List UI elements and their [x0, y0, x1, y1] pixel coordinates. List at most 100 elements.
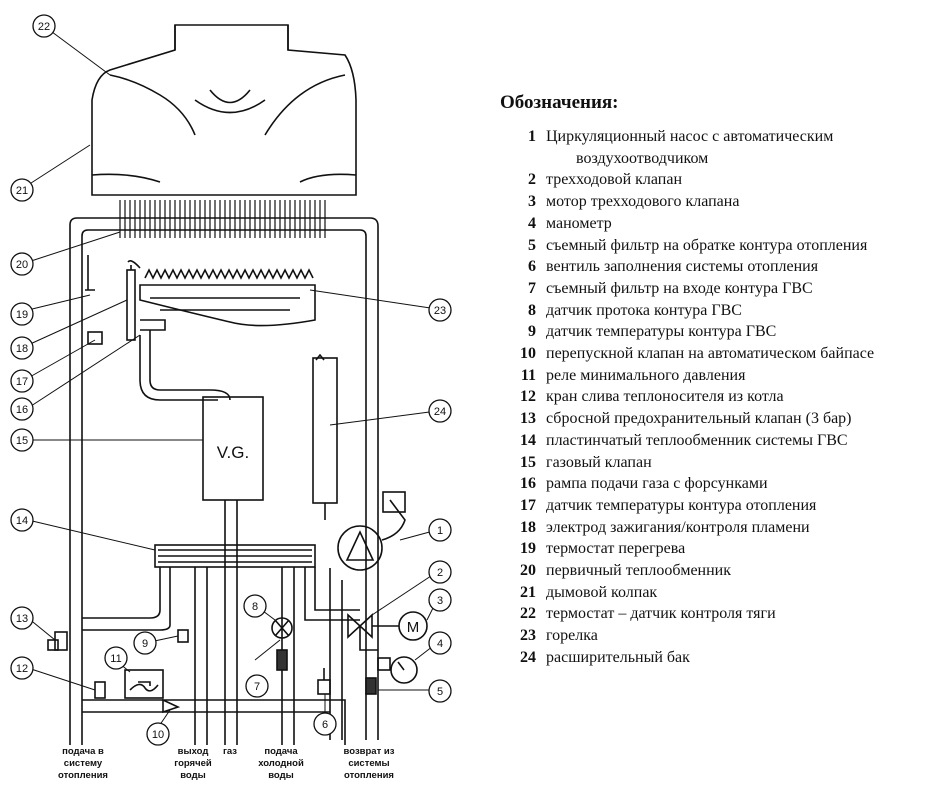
- legend-item-text: датчик температуры контура ГВС: [546, 323, 777, 341]
- callout-circle: [428, 518, 452, 542]
- callout-number: 11: [110, 653, 121, 665]
- legend-item-number: 19: [520, 540, 536, 558]
- legend-item-text: сбросной предохранительный клапан (3 бар…: [546, 410, 852, 428]
- legend-item-number: 22: [520, 605, 536, 623]
- callout-circle: [104, 646, 128, 670]
- callout-number: 22: [38, 21, 50, 33]
- legend-item: 15 газовый клапан: [500, 452, 920, 474]
- legend-item-text: газовый клапан: [546, 453, 652, 471]
- callout-circle: [10, 428, 34, 452]
- gas-valve: [202, 396, 264, 501]
- legend-item-text: реле минимального давления: [546, 366, 746, 384]
- legend-item-text: термостат перегрева: [546, 540, 686, 558]
- legend-item-text: термостат – датчик контроля тяги: [546, 605, 776, 623]
- legend-item-text-cont: воздухоотводчиком: [576, 149, 709, 167]
- legend-item: 11 реле минимального давления: [500, 365, 920, 387]
- legend-item-number: 1: [528, 128, 536, 145]
- callout-circle: [428, 298, 452, 322]
- flow-sensor: [271, 617, 293, 639]
- flue-hood: [91, 24, 357, 196]
- callout-circle: [10, 397, 34, 421]
- legend-item-number: 10: [520, 345, 536, 363]
- legend-item-text: трехходовой клапан: [546, 171, 683, 189]
- legend-item-text: датчик протока контура ГВС: [546, 301, 742, 319]
- callout-circle: [133, 631, 157, 655]
- legend-item: 22 термостат – датчик контроля тяги: [500, 603, 920, 625]
- label-hot-water-out: выход горячей воды: [174, 746, 212, 781]
- callout-number: 16: [16, 404, 28, 416]
- gas-valve-label: V.G.: [217, 443, 249, 462]
- callout-circle: [32, 14, 56, 38]
- callout-number: 1: [437, 525, 443, 537]
- callout-number: 2: [437, 567, 443, 579]
- manometer: [390, 656, 418, 684]
- callout-circle: [146, 722, 170, 746]
- legend-item-text: горелка: [546, 627, 598, 645]
- legend-item-text: пластинчатый теплообменник системы ГВС: [546, 431, 848, 449]
- callout-circle: [10, 336, 34, 360]
- callout-circle: [428, 679, 452, 703]
- legend-item: 1 Циркуляционный насос с автоматическим: [500, 126, 920, 148]
- legend-item-text: перепускной клапан на автоматическом бай…: [546, 345, 875, 363]
- callout-number: 24: [434, 406, 446, 418]
- expansion-tank: [312, 357, 338, 504]
- legend-item-number: 15: [520, 453, 536, 471]
- legend-item-text: съемный фильтр на входе контура ГВС: [546, 279, 813, 297]
- callout-number: 4: [437, 638, 443, 650]
- legend-item-number: 11: [520, 366, 536, 384]
- legend-item-number: 18: [520, 518, 536, 536]
- legend-item-text: рампа подачи газа с форсунками: [546, 475, 768, 493]
- legend-item: 10 перепускной клапан на автоматическом б…: [500, 343, 920, 365]
- primary-heat-exchanger: [119, 200, 326, 238]
- legend-item-number: 7: [528, 279, 536, 297]
- callout-number: 23: [434, 305, 446, 317]
- legend-item: 7 съемный фильтр на входе контура ГВС: [500, 278, 920, 300]
- legend-item-text: манометр: [546, 214, 612, 232]
- callout-circle: [428, 631, 452, 655]
- legend-item-text: дымовой колпак: [546, 583, 658, 601]
- callout-circle: [10, 656, 34, 680]
- legend-item: 4 манометр: [500, 213, 920, 235]
- legend-item-text: Циркуляционный насос с автоматическим: [546, 128, 834, 145]
- callout-number: 17: [16, 376, 28, 388]
- label-return-heating: возврат из системы отопления: [343, 746, 395, 781]
- callout-number: 3: [437, 595, 443, 607]
- flames: [144, 268, 314, 280]
- drain-tap: [94, 681, 106, 699]
- legend-item-continuation: воздухоотводчиком: [500, 148, 920, 170]
- label-cold-water-in: подача холодной воды: [258, 746, 304, 781]
- legend-item: 2 трехходовой клапан: [500, 169, 920, 191]
- legend-item-number: 4: [528, 214, 536, 232]
- callout-number: 18: [16, 343, 28, 355]
- legend-item-text: мотор трехходового клапана: [546, 193, 740, 211]
- return-filter: [365, 677, 377, 695]
- callout-number: 8: [252, 601, 258, 613]
- legend-item-text: съемный фильтр на обратке контура отопле…: [546, 236, 868, 254]
- overheat-thermostat: [85, 255, 95, 291]
- legend-item-number: 2: [528, 171, 536, 189]
- callout-circle: [10, 606, 34, 630]
- callout-number: 21: [16, 185, 28, 197]
- callout-number: 14: [16, 515, 28, 527]
- callout-number: 5: [437, 686, 443, 698]
- callout-circle: [245, 674, 269, 698]
- legend-item-number: 16: [520, 475, 536, 493]
- callout-number: 10: [152, 729, 164, 741]
- legend-item-number: 24: [520, 648, 536, 666]
- callout-circle: [428, 588, 452, 612]
- legend-item-number: 20: [520, 562, 536, 580]
- callout-circle: [10, 302, 34, 326]
- safety-valve: [54, 631, 68, 651]
- legend-item-text: датчик температуры контура отопления: [546, 496, 817, 514]
- legend-item-number: 12: [520, 388, 536, 406]
- callout-circle: [10, 369, 34, 393]
- legend-item-number: 5: [528, 236, 536, 254]
